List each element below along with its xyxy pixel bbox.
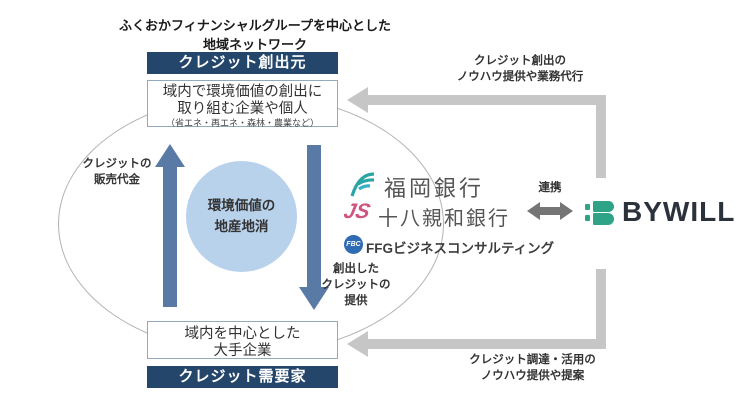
up-arrow-shaft bbox=[163, 166, 177, 307]
juhachi-shinwa-bank-icon: JS bbox=[341, 200, 373, 223]
bywill-logo-icon bbox=[585, 201, 615, 225]
creation-knowhow-line1: クレジット創出の bbox=[474, 55, 566, 67]
credit-provision-line2: クレジットの bbox=[321, 279, 391, 292]
credit-consumer-line2: 大手企業 bbox=[213, 343, 272, 360]
credit-creator-box: 域内で環境価値の創出に 取り組む企業や個人 （省エネ・再エネ・森林・農業など） bbox=[147, 80, 338, 128]
fukuoka-bank-icon bbox=[350, 172, 375, 197]
bywill-icon-dot2 bbox=[585, 215, 590, 221]
up-arrow-icon bbox=[155, 144, 185, 167]
circle-line2: 地産地消 bbox=[214, 218, 269, 234]
bywill-wordmark: BYWILL bbox=[622, 196, 736, 227]
ffg-business-consulting-icon: FBC bbox=[344, 235, 363, 254]
credit-consumer-badge: クレジット需要家 bbox=[147, 366, 338, 388]
bywill-icon-lobe2 bbox=[593, 213, 614, 225]
diagram-title-line2: 地域ネットワーク bbox=[202, 36, 307, 52]
credit-provision-line3: 提供 bbox=[344, 295, 368, 308]
credit-creator-badge: クレジット創出元 bbox=[147, 52, 338, 74]
bywill-icon-dot1 bbox=[585, 204, 590, 210]
down-arrow-shaft bbox=[307, 145, 321, 288]
circle-line1: 環境価値の bbox=[207, 197, 276, 213]
fukuoka-bank-name: 福岡銀行 bbox=[384, 176, 485, 201]
down-arrow-icon bbox=[299, 287, 329, 310]
credit-sales-label: クレジットの 販売代金 bbox=[62, 156, 172, 188]
top-connector-horizontal bbox=[367, 95, 606, 105]
juhachi-shinwa-bank-name: 十八親和銀行 bbox=[378, 208, 510, 230]
bottom-connector-horizontal bbox=[367, 339, 606, 349]
credit-creator-note: （省エネ・再エネ・森林・農業など） bbox=[165, 117, 319, 128]
credit-creator-line2: 取り組む企業や個人 bbox=[177, 101, 308, 118]
local-consumption-circle: 環境価値の 地産地消 bbox=[186, 161, 297, 272]
double-arrow-shaft bbox=[539, 207, 561, 215]
top-connector-vertical bbox=[596, 95, 606, 178]
credit-consumer-line1: 域内を中心とした bbox=[184, 326, 301, 342]
procurement-knowhow-note: クレジット調達・活用の ノウハウ提供や提案 bbox=[435, 352, 630, 384]
procurement-knowhow-line2: ノウハウ提供や提案 bbox=[480, 370, 585, 383]
credit-provision-line1: 創出した bbox=[333, 263, 379, 275]
partnership-label: 連携 bbox=[538, 182, 562, 194]
double-arrow-icon bbox=[527, 202, 573, 220]
procurement-knowhow-line1: クレジット調達・活用の bbox=[469, 354, 596, 366]
credit-provision-label: 創出した クレジットの 提供 bbox=[312, 261, 400, 309]
top-connector-arrowhead-icon bbox=[347, 87, 368, 113]
bywill-icon-lobe1 bbox=[593, 201, 614, 212]
ffg-business-consulting-name: FFGビジネスコンサルティング bbox=[366, 241, 555, 256]
creation-knowhow-line2: ノウハウ提供や業務代行 bbox=[456, 71, 584, 84]
credit-sales-line2: 販売代金 bbox=[94, 174, 140, 187]
creation-knowhow-note: クレジット創出の ノウハウ提供や業務代行 bbox=[425, 53, 615, 85]
credit-creator-line1: 域内で環境価値の創出に bbox=[162, 84, 323, 100]
local-consumption-text: 環境価値の 地産地消 bbox=[208, 196, 276, 238]
diagram-title: ふくおかフィナンシャルグループを中心とした 地域ネットワーク bbox=[95, 17, 415, 55]
bottom-connector-arrowhead-icon bbox=[347, 331, 368, 357]
credit-sales-line1: クレジットの bbox=[82, 158, 152, 170]
diagram-title-line1: ふくおかフィナンシャルグループを中心とした bbox=[119, 18, 391, 33]
credit-consumer-box: 域内を中心とした 大手企業 bbox=[147, 321, 338, 359]
double-arrow-right-head bbox=[560, 202, 573, 220]
double-arrow-left-head bbox=[527, 202, 540, 220]
bottom-connector-vertical bbox=[596, 269, 606, 349]
